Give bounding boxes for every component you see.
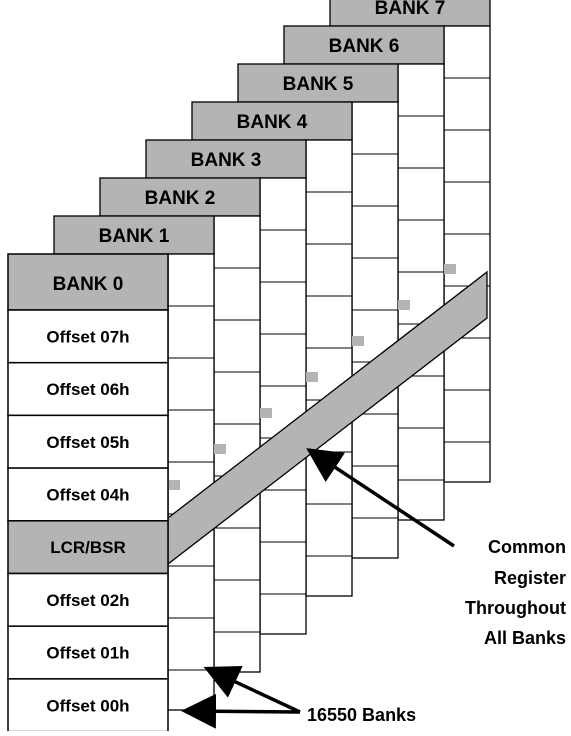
band-stub-7 [444, 264, 456, 274]
band-stub-3 [260, 408, 272, 418]
banks-arrow-lower [181, 693, 301, 729]
bank-0-register-label: Offset 04h [46, 485, 129, 504]
banks-arrow-upper [203, 665, 301, 714]
bank-3-header [145, 139, 307, 179]
bank-0-register-label: Offset 07h [46, 327, 129, 346]
annotation-layer: Common Register Throughout All Banks 165… [181, 448, 566, 729]
bank-0-register-cell [7, 572, 169, 627]
bank-4-header [191, 101, 353, 141]
common-label-line2: Register [494, 568, 566, 588]
bank-0-register-label: Offset 01h [46, 644, 129, 663]
banks-layer: BANK 7 BANK 6 BANK 5 BANK 4 BANK 3 BANK 2 BANK… [53, 0, 491, 711]
bank-7-column [443, 25, 491, 483]
bank-0-register-label: Offset 05h [46, 433, 129, 452]
banks-16550-label: 16550 Banks [307, 705, 416, 725]
bank-3-title: BANK 3 [191, 150, 262, 171]
bank-6-title: BANK 6 [329, 36, 400, 57]
bank-6-header [283, 25, 445, 65]
bank-7-panel: BANK 7 [329, 0, 491, 483]
bank-1-header [53, 215, 215, 255]
bank-3-column [259, 177, 307, 635]
bank-6-panel: BANK 6 [283, 25, 445, 521]
bank-5-column [351, 101, 399, 559]
bank-7-title: BANK 7 [375, 0, 446, 19]
bank-0-title: BANK 0 [53, 274, 124, 295]
bank-0-register-cell [7, 678, 169, 733]
common-label-line3: Throughout [465, 598, 566, 618]
bank-0-register-label: Offset 00h [46, 696, 129, 715]
bank-3-panel: BANK 3 [145, 139, 307, 635]
bank-1-title: BANK 1 [99, 226, 170, 247]
band-stub-4 [306, 372, 318, 382]
band-stub-6 [398, 300, 410, 310]
bank-5-panel: BANK 5 [237, 63, 399, 559]
band-stub-5 [352, 336, 364, 346]
band-stub-1 [168, 480, 180, 490]
bank-2-header [99, 177, 261, 217]
bank-7-header [329, 0, 491, 27]
common-register-arrow [306, 448, 455, 548]
bank-0-register-cell [7, 467, 169, 522]
bank-2-title: BANK 2 [145, 188, 216, 209]
bank-6-column [397, 63, 445, 521]
bank-4-column [305, 139, 353, 597]
bank-0-header [7, 253, 169, 311]
bank-4-title: BANK 4 [237, 112, 308, 133]
lcr-bsr-label: LCR/BSR [50, 538, 126, 557]
common-label-line1: Common [488, 537, 566, 557]
bank-0-register-cell [7, 625, 169, 680]
band-stub-2 [214, 444, 226, 454]
common-label-line4: All Banks [484, 628, 566, 648]
bank-5-header [237, 63, 399, 103]
bank-4-panel: BANK 4 [191, 101, 353, 597]
bank-0-register-label: Offset 06h [46, 380, 129, 399]
bank-0-register-label: Offset 02h [46, 591, 129, 610]
bank-5-title: BANK 5 [283, 74, 354, 95]
